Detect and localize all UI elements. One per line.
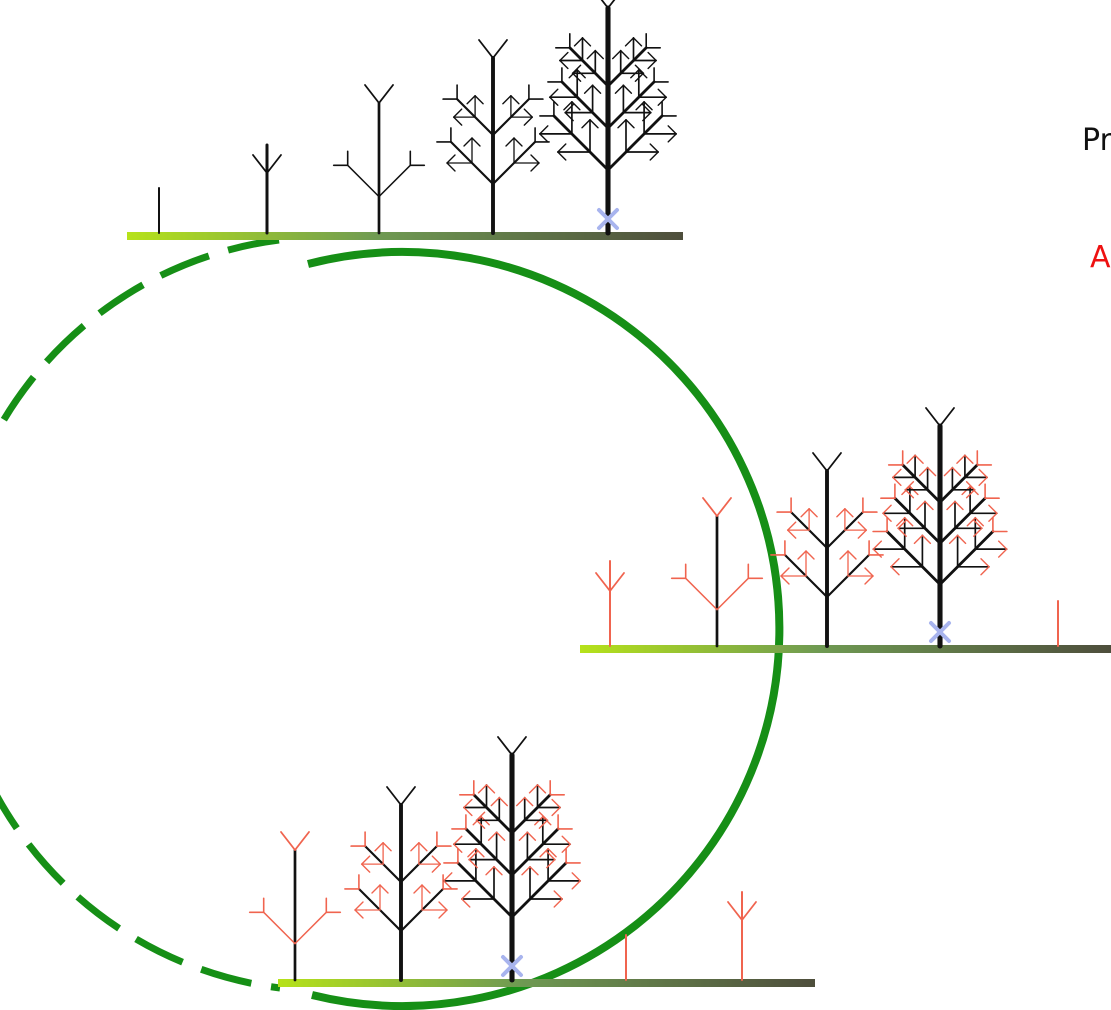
tree-icon xyxy=(344,786,458,982)
cycle-solid-arc xyxy=(307,247,784,1010)
x-mark-icon xyxy=(597,208,619,230)
ground-line-top xyxy=(127,232,683,240)
tree-icon xyxy=(248,831,342,982)
tree-icon xyxy=(595,560,625,647)
tree-icon xyxy=(332,84,426,235)
tree-icon xyxy=(252,143,282,235)
x-mark-icon xyxy=(929,621,951,643)
x-mark-icon xyxy=(501,955,523,977)
tree-icon xyxy=(770,452,884,648)
ground-line-middle xyxy=(580,645,1111,653)
caption-second: A xyxy=(1090,240,1111,275)
tree-icon xyxy=(670,497,764,648)
cycle-dashed-arc xyxy=(0,236,281,992)
cycle-arrow-icon xyxy=(0,236,784,1010)
tree-icon xyxy=(538,0,678,236)
tree-icon xyxy=(442,736,582,983)
tree-icon xyxy=(872,407,1008,649)
ground-line-bottom xyxy=(278,979,815,987)
tree-rows xyxy=(158,0,1059,983)
caption-first: Pr xyxy=(1082,123,1111,158)
tree-icon xyxy=(727,891,757,981)
tree-icon xyxy=(436,39,550,235)
